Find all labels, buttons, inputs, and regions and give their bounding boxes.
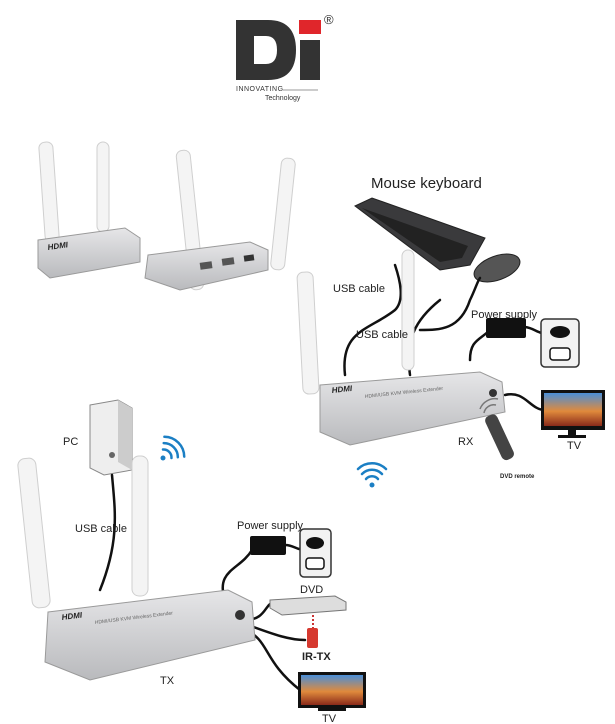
- dvd-remote-label: DVD remote: [500, 474, 535, 480]
- rx-extender-device: [319, 371, 506, 446]
- tv-image: [541, 390, 605, 438]
- rx-label: RX: [458, 436, 474, 448]
- wifi-icon: [160, 435, 186, 461]
- tv-label: TV: [322, 713, 337, 724]
- tv-label: TV: [567, 440, 582, 452]
- svg-text:HDMI: HDMI: [47, 240, 69, 252]
- mouse-image: [473, 253, 521, 283]
- pc-tower-image: [89, 399, 133, 476]
- svg-text:HDMI: HDMI: [331, 384, 353, 395]
- pc-label: PC: [63, 436, 78, 448]
- rx-setup: Mouse keyboard HDMI HDMI/USB KVM Wireles…: [296, 175, 605, 488]
- tx-label: TX: [160, 675, 175, 687]
- svg-text:HDMI: HDMI: [61, 610, 83, 622]
- registered-mark: ®: [324, 12, 334, 27]
- di-logo: ® INNOVATING Technology: [236, 12, 334, 102]
- dvd-label: DVD: [300, 584, 323, 596]
- dvd-player-image: [269, 595, 347, 616]
- tx-extender-device: [44, 589, 256, 681]
- ir-tx-emitter: [307, 628, 318, 648]
- tx-setup: PC USB cable HDMI HDMI/USB KVM Wireless …: [17, 399, 366, 724]
- power-outlet: [540, 318, 580, 368]
- power-outlet: [299, 528, 332, 578]
- product-photo-pair: HDMI: [37, 141, 296, 291]
- usb-cable-label: USB cable: [75, 523, 127, 535]
- wifi-icon: [356, 462, 388, 488]
- power-adapter: [250, 536, 286, 555]
- power-supply-label: Power supply: [237, 520, 304, 532]
- remote-icon: [479, 397, 514, 461]
- logo-tagline-2: Technology: [265, 95, 301, 102]
- tv-image: [298, 672, 366, 711]
- usb-cable-label: USB cable: [356, 329, 408, 341]
- logo-tagline: INNOVATING: [236, 86, 284, 93]
- ir-tx-label: IR-TX: [302, 651, 331, 663]
- power-adapter: [486, 318, 526, 338]
- usb-cable-label: USB cable: [333, 283, 385, 295]
- mouse-keyboard-label: Mouse keyboard: [371, 175, 482, 192]
